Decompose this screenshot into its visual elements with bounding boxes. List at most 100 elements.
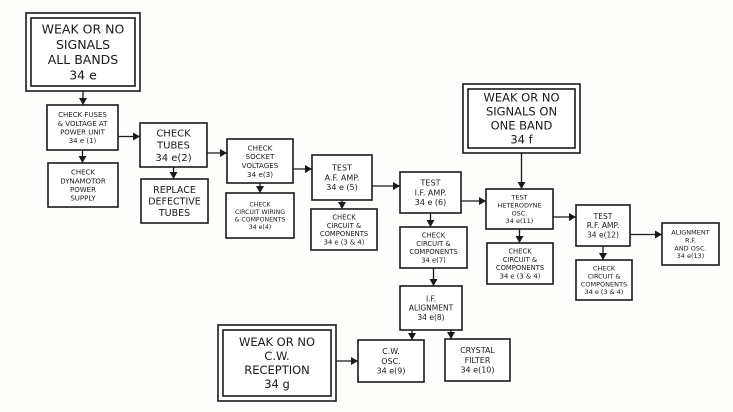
arrow-if-align-to-cw-osc <box>408 330 416 340</box>
box-label-line: CHECK <box>332 214 356 222</box>
arrowhead <box>599 253 607 260</box>
box-frame <box>661 222 720 266</box>
connectors <box>78 91 662 365</box>
box-label-line: 34 e (3 & 4) <box>324 238 365 246</box>
box-label-line: 34 e (3 & 4) <box>585 288 624 296</box>
box-label-line: CHECK <box>248 143 273 152</box>
box-frame <box>575 204 631 247</box>
box-label-line: CHECK <box>593 264 616 272</box>
box-inner-frame <box>30 17 136 87</box>
box-label-line: 34 e(7) <box>421 256 446 264</box>
box-label-line: SOCKET <box>246 152 275 161</box>
box-label-line: 34 e(9) <box>377 367 406 376</box>
box-label-line: 34 e (3 & 4) <box>500 272 541 280</box>
box-label-line: DEFECTIVE <box>148 196 201 207</box>
box-label-line: DYNAMOTOR <box>60 177 106 185</box>
box-label-line: 34 e (1) <box>69 137 97 145</box>
box-label-line: COMPONENTS <box>409 248 457 256</box>
box-label-line: 34 e(10) <box>460 366 494 375</box>
box-frame <box>399 226 468 269</box>
box-label-line: 34 f <box>510 133 533 147</box>
box-label-line: ALL BANDS <box>48 52 119 67</box>
box-frame <box>444 338 511 382</box>
arrowhead <box>515 236 524 243</box>
box-label-line: TUBES <box>158 208 190 219</box>
box-label-line: I.F. AMP. <box>415 188 447 197</box>
box-label-line: POWER UNIT <box>60 128 106 136</box>
arrowhead <box>169 172 178 179</box>
box-label-line: HETERODYNE <box>497 201 541 209</box>
box-label-line: ONE BAND <box>491 119 553 133</box>
box-label-line: 34 e(4) <box>249 224 271 231</box>
arrow-tubes-to-replace <box>169 167 178 179</box>
arrow-socket-to-af-amp <box>293 165 312 173</box>
box-label-line: TEST <box>420 179 441 188</box>
arrow-cw-reception-to-cw-osc <box>336 357 358 365</box>
box-label-line: CRYSTAL <box>460 346 495 355</box>
arrow-rf-amp-to-rf-align <box>630 230 662 239</box>
box-label-line: CIRCUIT & <box>588 272 621 280</box>
arrowhead <box>426 220 435 227</box>
arrowhead <box>133 132 140 141</box>
box-label-line: ALIGNMENT <box>671 228 709 236</box>
arrow-fuses-to-dynamotor <box>78 150 87 163</box>
box-label-line: 34 e(2) <box>155 153 191 164</box>
box-label-line: RECEPTION <box>244 363 310 377</box>
box-label-line: CHECK <box>156 128 191 139</box>
box-label-line: 34 e <box>69 67 97 82</box>
box-label-line: 34 e(8) <box>417 313 444 322</box>
box-label-line: FILTER <box>465 356 491 365</box>
box-label-line: R.F. AMP. <box>587 221 620 230</box>
arrow-if-circuit-to-if-align <box>429 268 438 286</box>
box-label-line: 34 e(13) <box>677 252 705 260</box>
box-label-line: WEAK OR NO <box>239 335 315 349</box>
arrow-tubes-to-socket <box>207 149 227 157</box>
box-label-line: OSC. <box>381 357 401 366</box>
arrowhead <box>429 279 438 286</box>
box-label-line: ALIGNMENT <box>409 304 454 313</box>
box-frame <box>399 285 463 331</box>
arrowhead <box>338 202 346 209</box>
box-label-line: SIGNALS <box>56 37 110 52</box>
arrowhead <box>305 165 312 173</box>
box-frame <box>311 154 373 201</box>
arrowhead <box>447 332 455 339</box>
arrow-heterodyne-to-rf-amp <box>553 213 576 221</box>
arrowhead <box>393 182 400 190</box>
box-label-line: & VOLTAGE AT <box>58 120 109 128</box>
box-label-line: CIRCUIT & <box>416 240 451 248</box>
box-label-line: VOLTAGES <box>242 161 279 170</box>
box-label-line: OSC. <box>512 209 528 217</box>
arrow-one-band-to-heterodyne <box>517 153 526 189</box>
arrow-fuses-to-tubes <box>118 132 140 141</box>
arrow-all-bands-to-fuses <box>79 91 87 105</box>
box-frame <box>310 208 378 251</box>
box-label-line: COMPONENTS <box>320 230 368 238</box>
box-frame <box>486 242 554 285</box>
box-label-line: COMPONENTS <box>581 280 627 288</box>
arrowhead <box>256 186 264 193</box>
box-inner-frame <box>467 88 576 149</box>
arrow-heterodyne-to-het-circuit <box>515 229 524 243</box>
box-label-line: WEAK OR NO <box>483 91 559 105</box>
box-label-line: CHECK FUSES <box>58 111 107 119</box>
box-label-line: CHECK <box>249 201 271 208</box>
box-frame <box>399 171 462 214</box>
